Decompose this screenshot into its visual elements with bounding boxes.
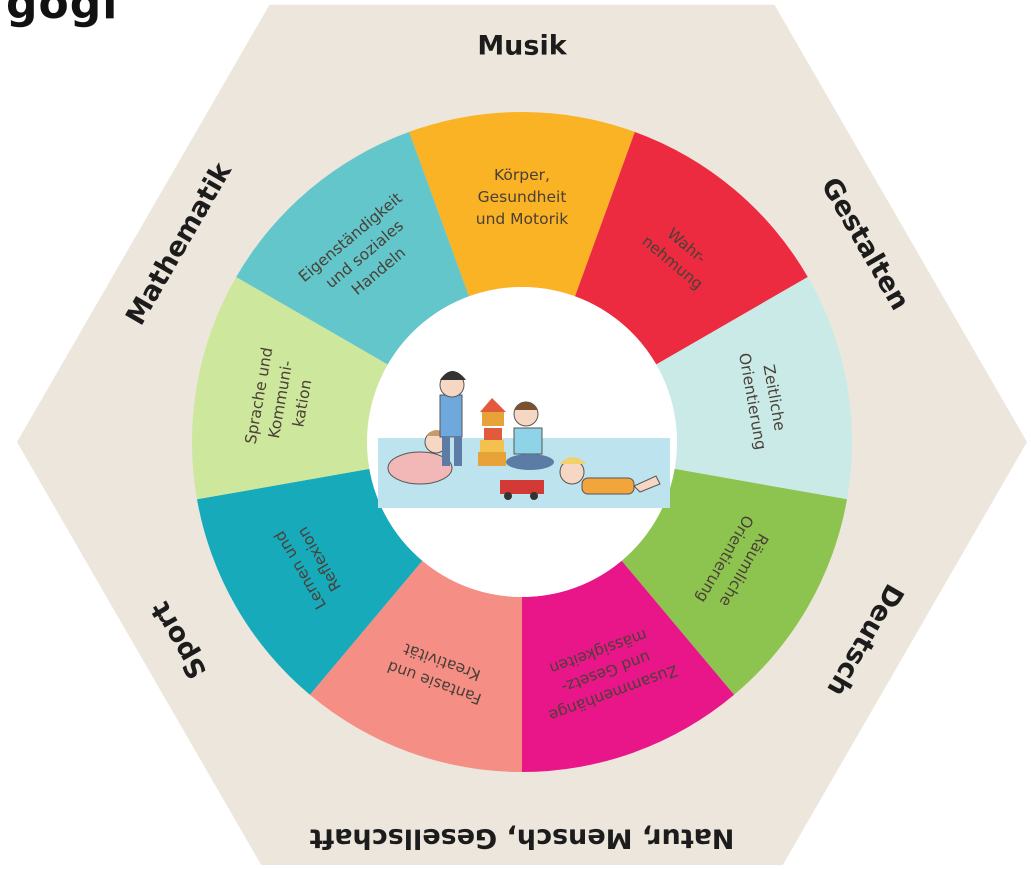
heading-fragment: gogi [6,0,119,29]
segments-layer [191,111,852,772]
segment-label-line: Körper, [494,166,550,184]
segment-label-line: Gesundheit [478,188,567,206]
center-disc [367,287,677,597]
segment-zeitliche-orientierung [656,277,852,500]
segment-label-koerper-gesundheit-motorik: Körper, Gesundheit und Motorik [476,166,569,228]
segment-koerper-gesundheit-motorik [409,111,635,297]
segment-fantasie-kreativitaet [309,560,522,772]
segment-sprache-kommunikation [191,277,388,500]
segment-raeumliche-orientierung [621,468,847,695]
segment-label-line: und Motorik [476,210,569,228]
segment-lernen-reflexion [197,468,423,695]
segment-zusammenhaenge-gesetzmaessigkeiten [522,560,735,772]
segment-wahrnehmung [575,131,808,365]
segment-eigenstaendigkeit-soziales-handeln [236,131,469,365]
subject-label-musik: Musik [477,31,567,62]
subject-label-natur-mensch-gesellschaft: Natur, Mensch, Gesellschaft [309,823,734,854]
